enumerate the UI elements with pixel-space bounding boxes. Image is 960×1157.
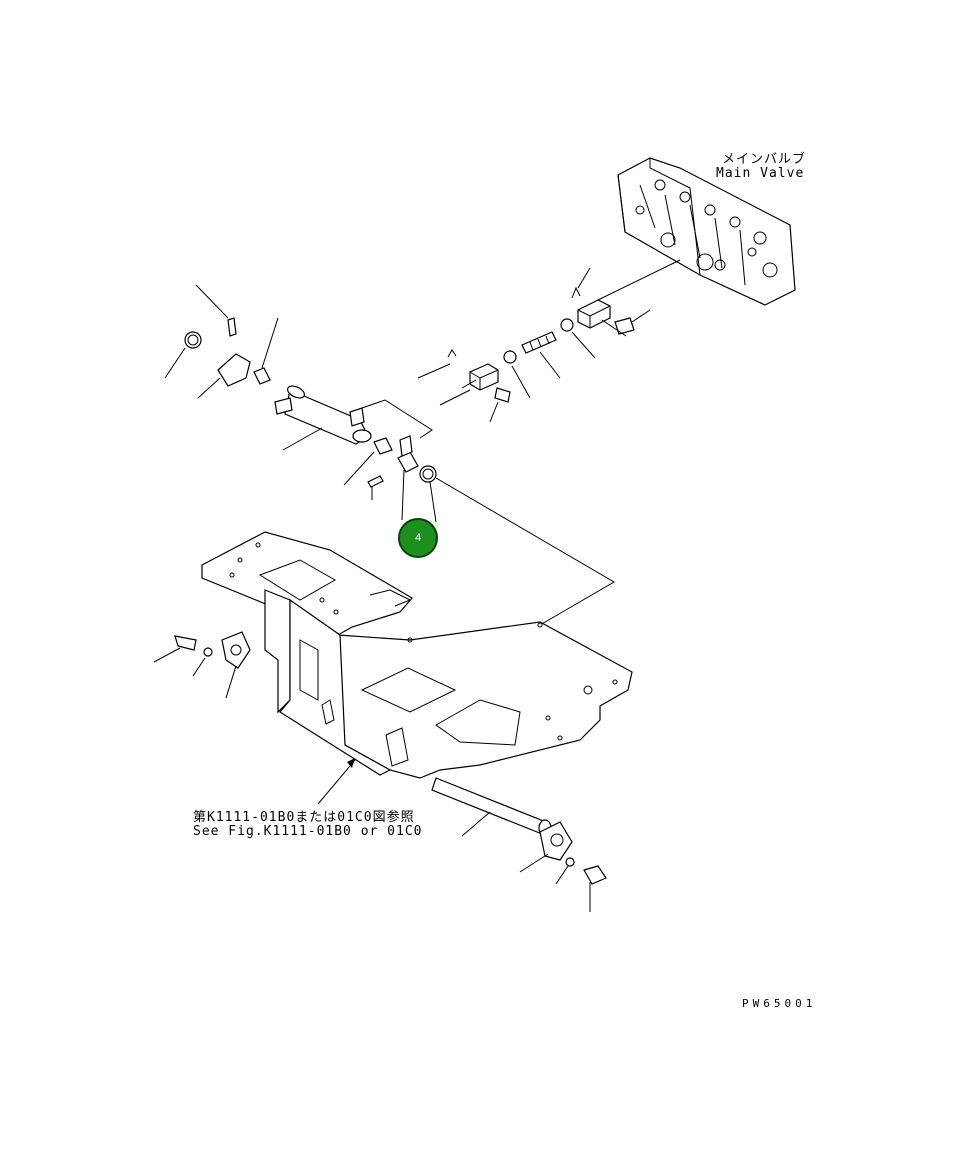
- main-valve: [617, 157, 796, 306]
- leader-lines-lower: [153, 647, 591, 912]
- drawing-number: PW65001: [742, 997, 817, 1010]
- main-valve-label-en: Main Valve: [716, 166, 805, 181]
- reference-label-jp: 第K1111-01B0または01C0図参照: [193, 810, 415, 825]
- main-valve-label-jp: メインバルブ: [722, 152, 807, 167]
- lower-shaft: [174, 631, 607, 885]
- callout-part-4[interactable]: 4: [398, 518, 438, 558]
- reference-label-en: See Fig.K1111-01B0 or 01C0: [193, 824, 423, 839]
- leader-lines-upper: [164, 267, 651, 626]
- linkage-parts: [184, 259, 681, 488]
- floor-frame: [201, 531, 633, 805]
